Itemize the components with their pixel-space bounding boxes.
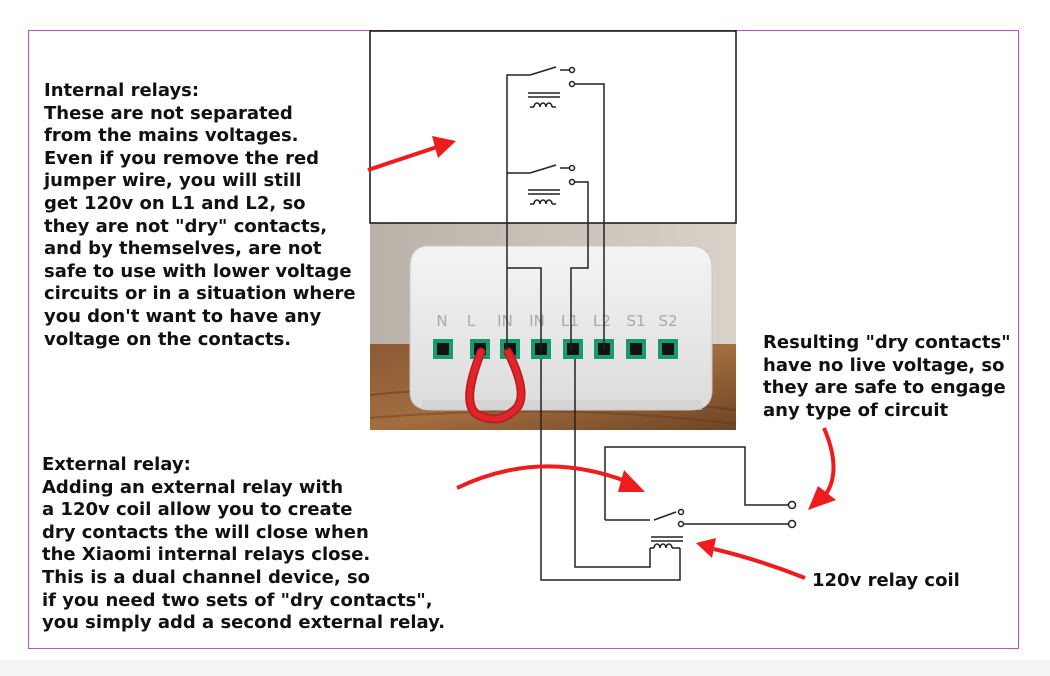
relay-2-coil [533, 199, 553, 205]
result-line: any type of circuit [763, 399, 949, 421]
internal-relays-title: Internal relays: [44, 80, 200, 101]
result-line: Resulting "dry contacts" [763, 332, 1011, 353]
external-line: Adding an external relay with [42, 476, 344, 498]
terminal-label-in-1: IN [497, 312, 513, 330]
terminal-label-n: N [436, 312, 447, 330]
result-line: they are safe to engage [763, 377, 1006, 399]
internal-line: get 120v on L1 and L2, so [44, 192, 306, 214]
terminal-n [433, 339, 453, 359]
device-photo [369, 222, 737, 430]
terminal-label-in-2: IN [529, 312, 545, 330]
result-line: have no live voltage, so [763, 354, 1005, 376]
internal-line: These are not separated [44, 102, 293, 124]
terminal-label-l: L [467, 312, 476, 330]
internal-line: you don't want to have any [44, 305, 322, 327]
internal-line: safe to use with lower voltage [44, 260, 352, 282]
relay-1-switch-blade [529, 66, 557, 76]
external-line: you simply add a second external relay. [42, 612, 446, 634]
relay-2-switch-blade [529, 164, 557, 174]
annotation-arrows [367, 136, 836, 580]
terminal-label-l1: L1 [561, 312, 579, 330]
internal-wiring [506, 66, 605, 350]
internal-line: jumper wire, you will still [44, 170, 302, 192]
external-line: dry contacts the will close when [42, 521, 369, 543]
arrow-dry-contacts [808, 427, 836, 510]
external-coil [653, 543, 673, 549]
in-bridge-wire [507, 267, 542, 350]
terminal-label-s2: S2 [658, 312, 677, 330]
external-relay-note: External relay: Adding an external relay… [42, 454, 445, 635]
external-line: the Xiaomi internal relays close. [42, 544, 371, 566]
internal-line: they are not "dry" contacts, [44, 215, 328, 237]
external-switch-blade [653, 511, 677, 521]
internal-relay-box [369, 30, 737, 224]
internal-relays-note: Internal relays: These are not separated… [44, 80, 356, 351]
relay-1-coil [533, 102, 553, 108]
relay-1-common-wire [506, 74, 530, 268]
ext-common-loop [604, 446, 788, 520]
arrow-external-relay [456, 464, 645, 492]
external-relay-title: External relay: [42, 454, 191, 475]
ext-coil-in-wire [540, 359, 681, 581]
bottom-strip [0, 660, 1050, 676]
arrow-internal-relays [367, 136, 456, 172]
jumper-wire [465, 347, 526, 424]
terminal-label-s1: S1 [626, 312, 645, 330]
ext-coil-l1-wire [574, 359, 651, 568]
internal-line: circuits or in a situation where [44, 283, 356, 305]
internal-line: and by themselves, are not [44, 238, 322, 260]
dry-contact-1 [787, 500, 797, 510]
relay-2-l1-wire [570, 181, 589, 350]
internal-line: from the mains voltages. [44, 125, 299, 147]
terminal-s2 [658, 339, 678, 359]
internal-line: voltage on the contacts. [44, 328, 292, 350]
arrow-relay-coil [696, 538, 806, 580]
external-line: This is a dual channel device, so [42, 566, 371, 588]
relay-coil-label: 120v relay coil [812, 570, 960, 591]
external-line: a 120v coil allow you to create [42, 499, 353, 521]
terminal-s1 [626, 339, 646, 359]
terminal-labels: N L IN IN L1 L2 S1 S2 [436, 312, 677, 330]
dry-contact-2 [787, 519, 797, 529]
external-line: if you need two sets of "dry contacts", [42, 589, 433, 611]
terminal-l1 [563, 339, 583, 359]
internal-line: Even if you remove the red [44, 147, 320, 169]
external-relay [540, 359, 797, 581]
terminal-label-l2: L2 [593, 312, 611, 330]
relay-1-l2-wire [574, 83, 605, 350]
dry-contacts-note: Resulting "dry contacts" have no live vo… [763, 332, 1011, 422]
